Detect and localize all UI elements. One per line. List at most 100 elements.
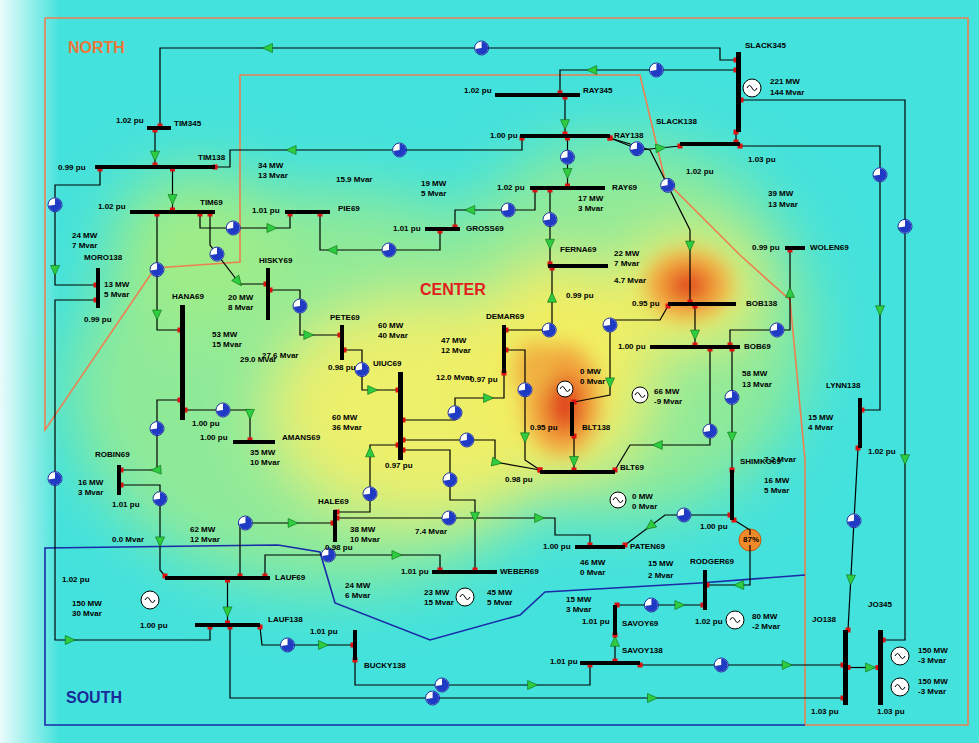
loading-pie [630,142,644,156]
loading-pie [898,219,912,233]
loading-pie [501,203,515,217]
loading-pie [216,403,230,417]
loading-pie [150,263,164,277]
generator-symbol [891,647,909,665]
bus-name: HANA69 [172,292,204,302]
transmission-line [200,214,290,228]
flow-arrow [288,519,298,528]
loading-percent: 87% [742,535,760,545]
transmission-line [265,555,440,576]
flow-value: 24 MW [72,231,97,241]
loading-pie [281,639,294,652]
contour-hotspot [513,251,730,455]
generator-symbol [456,588,474,606]
bus-bar: BOB1380.95 pu [668,302,736,306]
flow-arrow [318,641,328,650]
loading-pie [770,323,784,337]
contour-band [470,260,650,480]
loading-pie [725,390,739,404]
loading-pie [848,514,861,527]
flow-arrow [151,465,162,475]
loading-pie [364,487,377,500]
generator-symbol [610,492,626,508]
bus-bar: RAY691.02 pu [530,186,605,190]
loading-pie [543,213,557,227]
bus-name: WOLEN69 [810,243,849,253]
flow-arrow [846,575,856,585]
bus-name: SLACK138 [656,117,697,127]
transmission-line [455,190,535,227]
flow-value: -3 Mvar [918,656,946,666]
flow-value: 5 Mvar [487,598,512,608]
transmission-line [403,373,504,420]
bus-name: BLT138 [582,423,610,433]
loading-pie [561,150,575,164]
flow-value: 13 Mvar [258,171,288,181]
flow-arrow [392,551,402,560]
loading-pie [442,511,456,525]
loading-pie [436,679,449,692]
loading-pie [426,691,440,705]
bus-name: LAUF138 [268,615,303,625]
loading-pie [393,143,407,157]
loading-pie [363,487,377,501]
bus-name: MORO138 [84,253,122,263]
bus-name: HISKY69 [259,256,292,266]
flow-value: 15 Mvar [212,340,242,350]
flow-value: 7 Mvar [72,241,97,251]
flow-arrow [563,169,572,179]
bus-bar: LAUF691.02 pu [165,576,270,580]
flow-value: 3 Mvar [578,204,603,214]
loading-pie [382,243,396,257]
generator-symbol [560,387,570,392]
flow-arrow [655,143,666,153]
flow-value: 221 MW [770,77,800,87]
flow-value: 13 Mvar [768,200,798,210]
flow-arrow [65,636,75,645]
bus-name: RAY69 [612,183,637,193]
bus-name: PETE69 [330,313,360,323]
bus-bar: MORO1380.99 pu [96,268,100,308]
flow-value: 22 MW [614,249,639,259]
flow-value: 24 MW [345,581,370,591]
transmission-line [506,350,540,470]
loading-pie [363,487,377,501]
bus-bar: GROSS691.01 pu [425,227,460,231]
flow-value: -2 Mvar [752,622,780,632]
loading-pie [661,178,675,192]
bus-bar: SHIMKO691.00 pu [730,470,734,520]
bus-bar: TIM1380.99 pu [95,165,215,169]
loading-pie [153,492,167,506]
generator-symbol [635,393,645,398]
flow-value: 0.0 Mvar [112,535,144,545]
bus-name: LAUF69 [275,573,305,583]
flow-arrow [782,661,792,670]
generator-symbol [891,678,909,696]
loading-pie [239,517,252,530]
bus-bar: SLACK1381.02 pu [680,142,740,146]
loading-pie [151,263,164,276]
generator-symbol [456,588,474,606]
flow-arrow [606,378,615,388]
loading-pie [238,516,252,530]
transmission-line [740,146,880,410]
loading-pie [847,514,861,528]
map-ground [0,0,60,743]
loading-pie [294,300,307,313]
bus-bar: RODGER691.02 pu [703,570,707,610]
bus-voltage: 0.95 pu [530,423,558,433]
flow-arrow [691,330,700,340]
flow-arrow [876,306,885,316]
loading-pie [678,509,691,522]
flow-value: 45 MW [487,588,512,598]
bus-name: SAVOY69 [622,619,658,629]
loading-pie [355,363,369,377]
loading-pie [293,299,307,313]
loading-pie [226,221,240,235]
flow-arrow [528,681,538,690]
loading-pie [150,263,164,277]
loading-pie [448,406,462,420]
loading-pie [355,363,369,377]
